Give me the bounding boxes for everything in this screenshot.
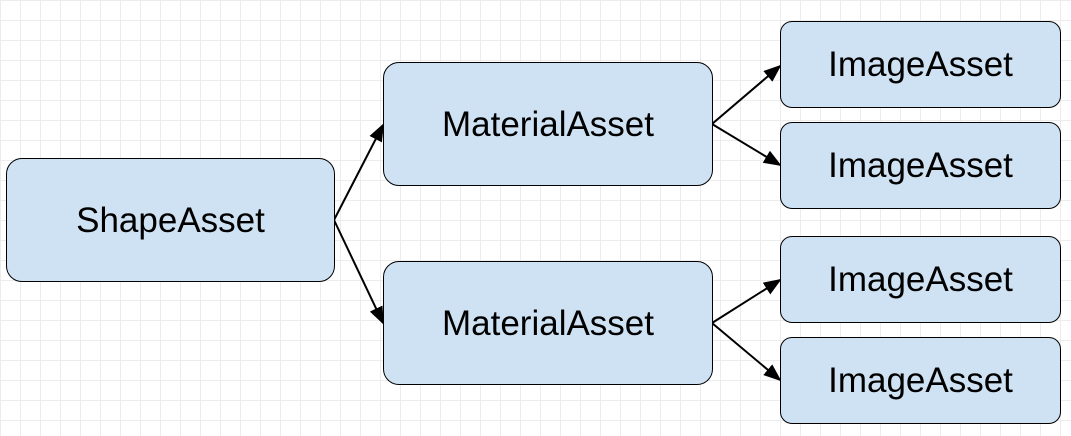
node-image-asset-1: ImageAsset (780, 21, 1061, 108)
connector-material-2-to-image-4 (711, 322, 782, 382)
node-image-asset-4: ImageAsset (780, 337, 1061, 424)
connector-shape-to-material-1 (333, 123, 384, 221)
node-image-asset-3: ImageAsset (780, 236, 1061, 323)
node-shape-asset: ShapeAsset (6, 158, 335, 282)
node-material-asset-2: MaterialAsset (383, 261, 713, 385)
node-image-asset-2: ImageAsset (780, 122, 1061, 209)
connector-material-2-to-image-3 (711, 278, 782, 324)
connector-material-1-to-image-1 (711, 64, 782, 125)
node-material-asset-1: MaterialAsset (383, 62, 713, 186)
connector-material-1-to-image-2 (711, 123, 782, 167)
connector-shape-to-material-2 (333, 219, 384, 325)
